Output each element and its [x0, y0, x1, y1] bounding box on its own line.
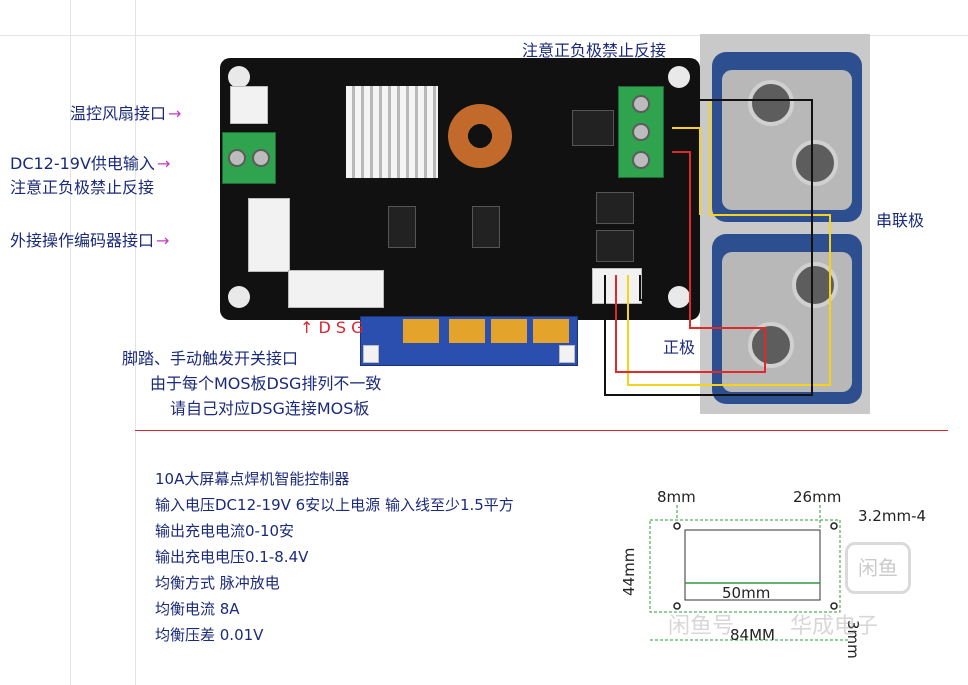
mos-pad	[449, 319, 485, 343]
series-plate-label: 串联极	[876, 211, 925, 230]
dim-inner-width: 50mm	[722, 584, 771, 602]
power-input-label: DC12-19V供电输入→	[10, 154, 171, 173]
mount-hole-mark	[830, 522, 838, 530]
watermark-left: 闲鱼号	[668, 614, 735, 639]
power-warning-label: 注意正负极禁止反接	[10, 178, 155, 197]
section-divider	[135, 430, 948, 431]
foot-switch-label: 脚踏、手动触发开关接口	[122, 349, 299, 368]
dim-left-offset: 8mm	[657, 488, 696, 506]
mos-note-line1: 由于每个MOS板DSG排列不一致	[150, 374, 382, 393]
controller-pcb	[220, 58, 700, 320]
output-terminal	[618, 86, 664, 178]
nickel-plate	[722, 70, 852, 210]
mosfet	[596, 192, 634, 224]
mount-hole	[668, 66, 690, 88]
fan-connector	[230, 86, 268, 124]
ic-chip	[388, 206, 416, 248]
terminal-screw	[632, 151, 650, 169]
wire-black	[604, 99, 813, 396]
mos-board	[360, 316, 578, 366]
mos-connector	[559, 345, 575, 363]
battery-cell	[712, 52, 862, 222]
spec-line: 均衡方式 脉冲放电	[155, 574, 280, 592]
mount-hole-mark	[673, 602, 681, 610]
power-terminal	[222, 132, 276, 184]
terminal-post	[792, 140, 838, 186]
dim-hole: 3.2mm-4	[858, 507, 927, 525]
encoder-port-label: 外接操作编码器接口→	[10, 231, 170, 250]
mos-connector	[363, 345, 379, 363]
terminal-post	[748, 80, 794, 126]
spec-line: 输出充电电压0.1-8.4V	[155, 548, 309, 566]
mount-hole	[668, 286, 690, 308]
spec-line: 输入电压DC12-19V 6安以上电源 输入线至少1.5平方	[155, 496, 514, 514]
dim-total-width: 84MM	[730, 626, 775, 644]
watermark-right: 华成电子	[790, 614, 879, 639]
spec-line: 输出充电电流0-10安	[155, 522, 295, 540]
dim-right-offset: 26mm	[793, 488, 842, 506]
arrow-icon: →	[156, 154, 171, 173]
mos-pad	[403, 319, 439, 343]
encoder-connector	[248, 198, 290, 272]
terminal-screw	[632, 95, 650, 113]
mount-hole	[228, 66, 250, 88]
mos-pad	[533, 319, 569, 343]
terminal-screw	[632, 123, 650, 141]
trigger-connector	[288, 270, 384, 308]
inner-outline	[684, 529, 821, 601]
dim-height: 44mm	[620, 547, 638, 596]
spec-line: 均衡压差 0.01V	[155, 626, 264, 644]
mos-note-line2: 请自己对应DSG连接MOS板	[170, 399, 370, 418]
inductor-coil	[448, 104, 512, 168]
resistor	[572, 110, 614, 146]
arrow-icon: →	[156, 231, 170, 250]
spec-line: 10A大屏幕点焊机智能控制器	[155, 470, 350, 488]
mos-pad	[491, 319, 527, 343]
board-outline	[649, 519, 841, 613]
wire-yellow-2	[672, 127, 701, 215]
wire-black-2	[639, 275, 660, 301]
arrow-icon: →	[168, 104, 182, 123]
terminal-screw	[252, 149, 270, 167]
positive-label: 正极	[663, 338, 696, 357]
mount-hole	[228, 286, 250, 308]
heatsink	[346, 86, 438, 178]
mount-hole-mark	[673, 522, 681, 530]
watermark-badge: 闲鱼	[845, 542, 911, 594]
spec-line: 均衡电流 8A	[155, 600, 240, 618]
battery-cell	[712, 234, 862, 404]
ic-chip	[472, 206, 500, 248]
battery-photo	[700, 34, 870, 414]
terminal-post	[748, 322, 794, 368]
terminal-screw	[228, 149, 246, 167]
grid-line	[70, 0, 71, 685]
mount-hole-mark	[830, 602, 838, 610]
fan-port-label: 温控风扇接口→	[70, 104, 182, 123]
mosfet	[596, 230, 634, 262]
output-warning-label: 注意正负极禁止反接	[522, 41, 667, 60]
grid-line	[135, 0, 136, 685]
dsg-label: ↑ D S G	[300, 318, 364, 337]
wire-red	[615, 151, 766, 373]
grid-line	[0, 35, 968, 36]
